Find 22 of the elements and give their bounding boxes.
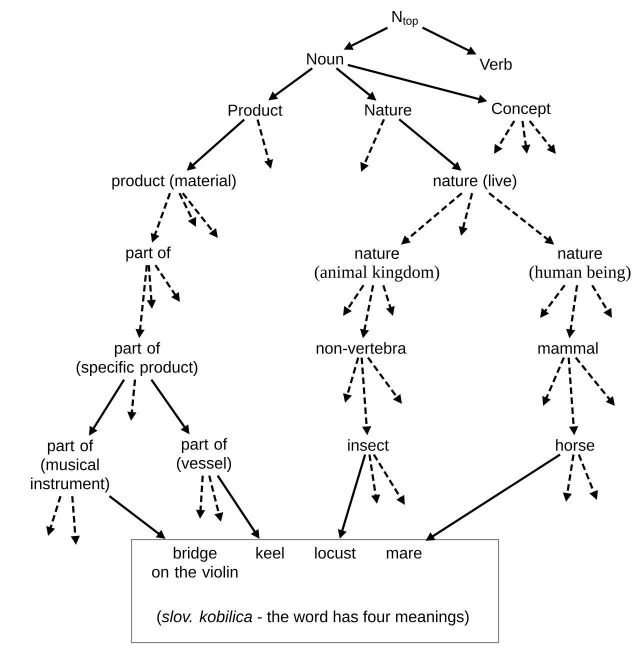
term-label: non-vertebra bbox=[316, 342, 406, 354]
term-label: nature (animal kingdom) bbox=[314, 248, 440, 282]
term-label: product (material) bbox=[112, 174, 236, 190]
term-label: insect bbox=[348, 439, 389, 451]
term-label: Noun bbox=[307, 53, 344, 65]
term-label: part of bbox=[126, 246, 171, 262]
term-label: part of (vessel) bbox=[176, 438, 231, 472]
term-label: N$_{top}$ bbox=[392, 11, 418, 27]
term-label: Nature bbox=[365, 104, 412, 116]
term-label: horse bbox=[556, 439, 594, 451]
term-label: part of (musical instrument) bbox=[31, 440, 109, 492]
term-label: Product bbox=[228, 104, 282, 116]
term-label: mare bbox=[386, 550, 422, 559]
term-label: locust bbox=[315, 546, 356, 559]
term-label: mammal bbox=[538, 342, 598, 354]
term-label: part of (specific product) bbox=[76, 342, 198, 376]
term-label: bridge on the violin bbox=[152, 546, 238, 578]
term-label: Concept bbox=[492, 102, 551, 118]
term-label: Verb bbox=[480, 58, 512, 70]
term-label: keel bbox=[256, 546, 284, 559]
term-label: nature (live) bbox=[434, 174, 516, 190]
term-label: nature (human being) bbox=[530, 248, 630, 282]
